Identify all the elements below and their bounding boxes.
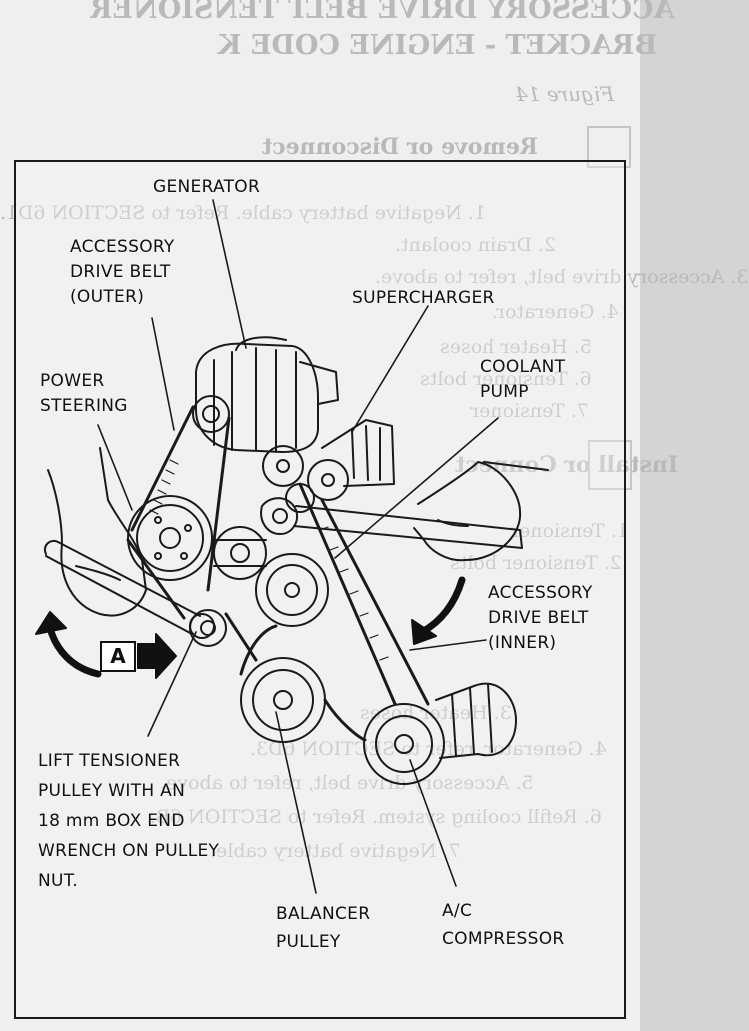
bleed-through-text: ACCESSORY DRIVE BELT TENSIONER BRACKET -… [0, 0, 749, 862]
label-generator: GENERATOR [153, 177, 261, 197]
label-lift-tensioner-note: LIFT TENSIONER PULLEY WITH AN 18 mm BOX … [38, 751, 220, 891]
view-callout-a: A [100, 641, 136, 672]
right-hand [413, 461, 549, 562]
ac-compressor-body [363, 682, 517, 785]
upper-box-end-wrench [260, 497, 523, 549]
supercharger-body [307, 419, 395, 501]
label-ac-compressor: A/C COMPRESSOR [442, 901, 565, 949]
label-supercharger: SUPERCHARGER [352, 288, 495, 308]
label-power-steering: POWER STEERING [40, 371, 128, 416]
balancer-pulley [240, 657, 326, 743]
left-hand [47, 447, 147, 617]
view-arrow [137, 633, 177, 679]
outer-belt-path [126, 405, 231, 620]
lower-box-end-wrench [44, 540, 215, 639]
power-steering-pulley [127, 495, 213, 581]
ghost-icon-box [587, 126, 631, 168]
inner-belt-path [224, 482, 430, 742]
belt-routing-illustration [35, 199, 549, 894]
label-accessory-drive-belt-inner: ACCESSORY DRIVE BELT (INNER) [488, 583, 593, 653]
right-rotation-arrow [411, 576, 466, 645]
coolant-pump-pulley [255, 553, 329, 627]
tensioner-pulley [213, 526, 267, 580]
figure-frame [14, 160, 626, 1019]
generator-pulley [192, 395, 230, 433]
label-accessory-drive-belt-outer: ACCESSORY DRIVE BELT (OUTER) [70, 237, 175, 307]
ghost-icon-box [588, 440, 632, 490]
generator-body [195, 336, 339, 453]
left-rotation-arrow [35, 611, 102, 678]
label-coolant-pump: COOLANT PUMP [480, 357, 566, 402]
label-balancer-pulley: BALANCER PULLEY [276, 904, 371, 952]
